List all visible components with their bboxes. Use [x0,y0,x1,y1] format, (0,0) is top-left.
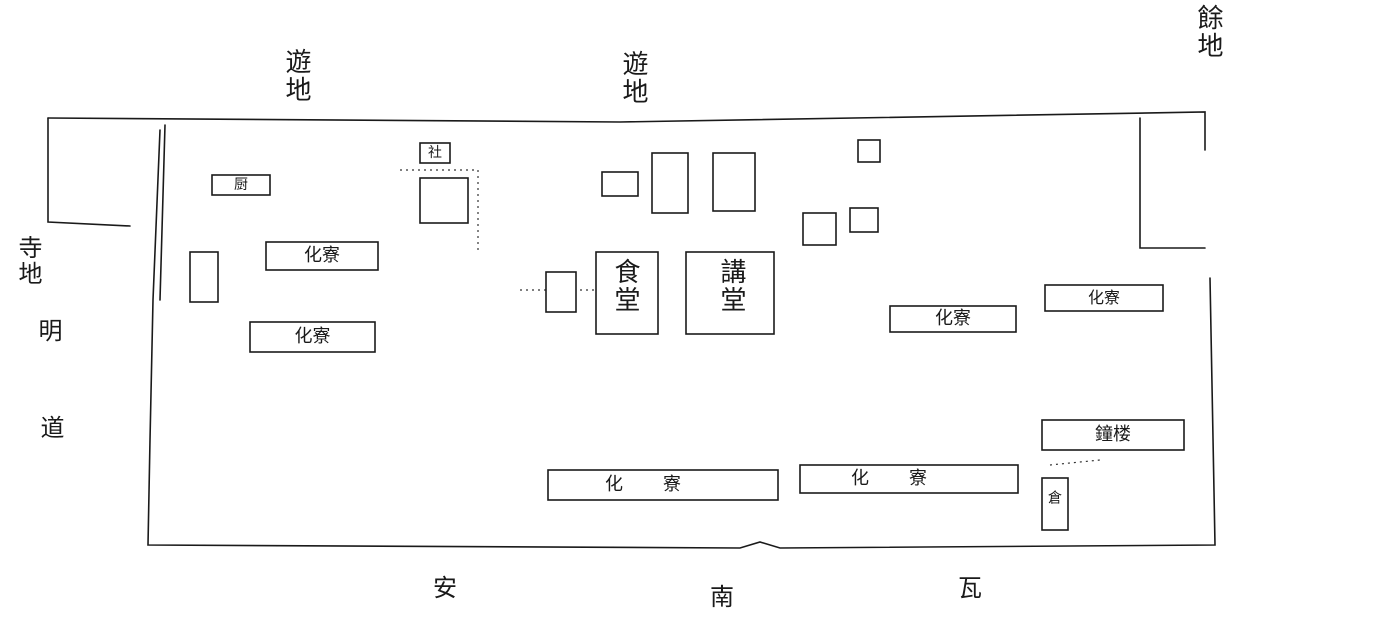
label-dining-hall: 食堂 [610,258,640,314]
label-bottom-left: 安 [433,574,457,602]
label-bell-tower: 鐘楼 [1095,424,1131,445]
dining-hall [595,251,659,335]
small-building-9 [545,271,577,313]
label-dormitory-4: 化寮 [1087,288,1120,307]
label-dormitory-6: 化寮 [851,468,967,489]
dormitory-5 [547,469,779,501]
lecture-hall [685,251,775,335]
label-dormitory-5: 化寮 [605,474,721,495]
dormitory-2 [249,321,376,353]
dormitory-4 [1044,284,1164,312]
label-lecture-hall: 講堂 [716,258,746,314]
dotted-path-3 [1049,459,1101,466]
label-top-left: 遊地 [281,48,311,104]
label-left-col1: 寺地 [14,235,42,287]
bell-tower-building [1041,419,1185,451]
label-left-col2: 明 [34,318,62,344]
label-kitchen: 厨 [234,177,248,193]
dormitory-3 [889,305,1017,333]
small-building-6 [857,139,881,163]
small-building-5 [712,152,756,212]
label-left-col3: 道 [36,415,64,441]
label-dormitory-1: 化寮 [304,245,340,266]
storehouse [1041,477,1069,531]
small-building-3 [601,171,639,197]
small-building-4 [651,152,689,214]
small-building-8 [849,207,879,233]
compound-boundary [47,111,1216,549]
dormitory-1 [265,241,379,271]
label-shrine: 社 [428,145,442,161]
dotted-path-1 [400,169,479,250]
small-building-7 [802,212,837,246]
shrine-box [419,142,451,164]
left-annex [47,117,166,301]
label-right-top: 餘地 [1193,4,1223,60]
small-building-1 [211,174,271,196]
shrine-annex [419,177,469,224]
label-dormitory-3: 化寮 [935,308,971,329]
label-bottom-right: 瓦 [958,574,982,602]
dormitory-6 [799,464,1019,494]
label-dormitory-2: 化寮 [294,326,331,347]
label-storehouse: 倉 [1046,490,1062,506]
label-top-mid: 遊地 [618,50,648,106]
label-bottom-mid: 南 [710,583,734,611]
upper-right-enclosure [1139,117,1206,249]
small-building-2 [189,251,219,303]
